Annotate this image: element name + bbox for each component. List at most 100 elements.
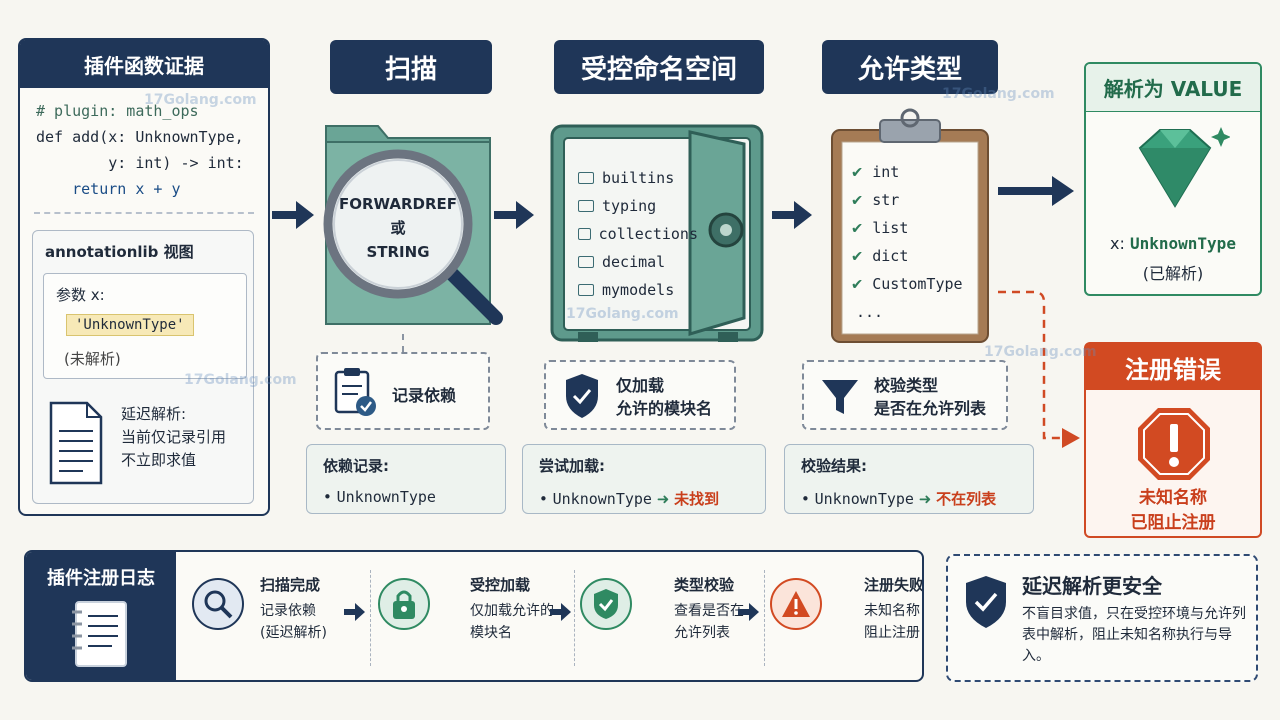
module-item: builtins: [578, 164, 698, 192]
result-item: UnknownType: [552, 490, 652, 508]
result-title: 尝试加载:: [539, 457, 605, 475]
code-line: def add(x: UnknownType,: [36, 128, 244, 146]
notebook-icon: [72, 601, 127, 667]
defer-note: 延迟解析: 当前仅记录引用 不立即求值: [43, 399, 243, 491]
arrow-icon: [794, 201, 812, 229]
safe-icon: [550, 124, 764, 342]
arrow-icon: [550, 603, 571, 621]
folder-magnifier-icon: [323, 125, 503, 325]
lens-line: STRING: [366, 243, 430, 261]
scan-note: 记录依赖: [316, 352, 490, 430]
result-line: • UnknownType ➜ 未找到: [539, 490, 720, 508]
error-line: 已阻止注册: [1130, 513, 1216, 533]
value-state: (已解析): [1142, 264, 1204, 283]
result-title: 依赖记录:: [323, 457, 389, 475]
warning-icon: [770, 578, 822, 630]
step-desc: 查看是否在允许列表: [674, 603, 744, 641]
lens-text: FORWARDREF 或 STRING: [338, 192, 458, 264]
arrow-icon: [1052, 176, 1074, 206]
type-item: ✔str: [852, 190, 900, 210]
arrow-icon: [296, 201, 314, 229]
gem-icon: [1138, 127, 1230, 208]
watermark: 17Golang.com: [942, 86, 1055, 102]
lock-icon: [378, 578, 430, 630]
namespace-result: 尝试加载: • UnknownType ➜ 未找到: [522, 444, 766, 514]
type-item: ✔dict: [852, 246, 909, 266]
type-more: ...: [856, 303, 884, 321]
check-icon: ✔: [852, 274, 863, 294]
resolved-value-box: 解析为 VALUE x: UnknownType (已解析): [1084, 62, 1262, 296]
error-text: 未知名称 已阻止注册: [1086, 486, 1260, 536]
result-line: • UnknownType: [323, 488, 436, 506]
type-item: ✔CustomType: [852, 274, 963, 294]
param-state: (未解析): [64, 350, 121, 368]
step-title: 类型校验: [674, 576, 735, 594]
code-line: # plugin: math_ops: [36, 102, 199, 120]
step-desc: 未知名称阻止注册: [864, 603, 920, 641]
result-outcome: 未找到: [674, 490, 720, 508]
lens-line: 或: [390, 219, 406, 237]
stage-types-title: 允许类型: [822, 40, 998, 94]
types-result: 校验结果: • UnknownType ➜ 不在列表: [784, 444, 1034, 514]
value-type: UnknownType: [1129, 234, 1236, 253]
folder-icon: [578, 228, 591, 240]
check-icon: ✔: [852, 246, 863, 266]
log-separator: [764, 570, 765, 666]
arrow-icon: ➜: [656, 490, 670, 508]
code-line: return x + y: [36, 180, 181, 198]
document-icon: [49, 401, 103, 485]
type-item: ✔int: [852, 162, 900, 182]
plugin-evidence-panel: 插件函数证据 # plugin: math_ops def add(x: Unk…: [18, 38, 270, 516]
module-item: typing: [578, 192, 698, 220]
note-text: 仅加载 允许的模块名: [616, 374, 712, 420]
step-title: 注册失败: [864, 576, 924, 594]
arrow-icon: [344, 603, 365, 621]
log-step-load: 受控加载 仅加载允许的模块名: [378, 572, 568, 662]
types-note: 校验类型 是否在允许列表: [802, 360, 1008, 430]
step-desc: 仅加载允许的模块名: [470, 603, 554, 641]
stop-warning-icon: [1138, 408, 1210, 480]
module-item: decimal: [578, 248, 698, 276]
step-title: 受控加载: [470, 576, 531, 594]
param-label: 参数 x:: [56, 286, 105, 304]
check-icon: ✔: [852, 218, 863, 238]
stage-scan-title: 扫描: [330, 40, 492, 94]
watermark: 17Golang.com: [184, 372, 297, 388]
note-text: 记录依赖: [392, 386, 457, 405]
note-text: 校验类型 是否在允许列表: [874, 374, 986, 420]
result-line: • UnknownType ➜ 不在列表: [801, 490, 997, 508]
shield-check-icon: [566, 374, 598, 418]
check-icon: ✔: [852, 190, 863, 210]
value-label: x: UnknownType: [1086, 234, 1260, 253]
log-step-scan: 扫描完成 记录依赖(延迟解析): [192, 572, 362, 662]
log-separator: [370, 570, 371, 666]
result-outcome: 不在列表: [936, 490, 997, 508]
stage-namespace-title: 受控命名空间: [554, 40, 764, 94]
log-separator: [574, 570, 575, 666]
divider: [34, 212, 254, 214]
connector: [402, 334, 404, 352]
type-item: ✔list: [852, 218, 909, 238]
safety-note: 延迟解析更安全 不盲目求值，只在受控环境与允许列表中解析，阻止未知名称执行与导入…: [946, 554, 1258, 682]
defer-text: 延迟解析: 当前仅记录引用 不立即求值: [121, 403, 226, 472]
error-line: 未知名称: [1139, 488, 1207, 508]
check-icon: ✔: [852, 162, 863, 182]
value-key: x:: [1110, 234, 1125, 253]
module-item: collections: [578, 220, 698, 248]
plugin-registration-log: 插件注册日志 扫描完成 记录依赖(延迟解析) 受控加载 仅加载允许的模块名 类型…: [24, 550, 924, 682]
watermark: 17Golang.com: [144, 92, 257, 108]
annotationlib-view: annotationlib 视图 参数 x: 'UnknownType' (未解…: [32, 230, 254, 504]
lens-line: FORWARDREF: [338, 195, 458, 213]
watermark: 17Golang.com: [984, 344, 1097, 360]
arrow-icon: [516, 201, 534, 229]
scan-result: 依赖记录: • UnknownType: [306, 444, 506, 514]
log-title: 插件注册日志: [47, 568, 155, 589]
note-line: 允许的模块名: [616, 399, 713, 418]
clipboard-check-icon: [334, 368, 376, 416]
shield-check-icon: [966, 576, 1006, 628]
safety-title: 延迟解析更安全: [1022, 574, 1162, 598]
arrow-icon: [738, 603, 759, 621]
clipboard-icon: [831, 108, 989, 343]
note-line: 校验类型: [874, 376, 939, 395]
